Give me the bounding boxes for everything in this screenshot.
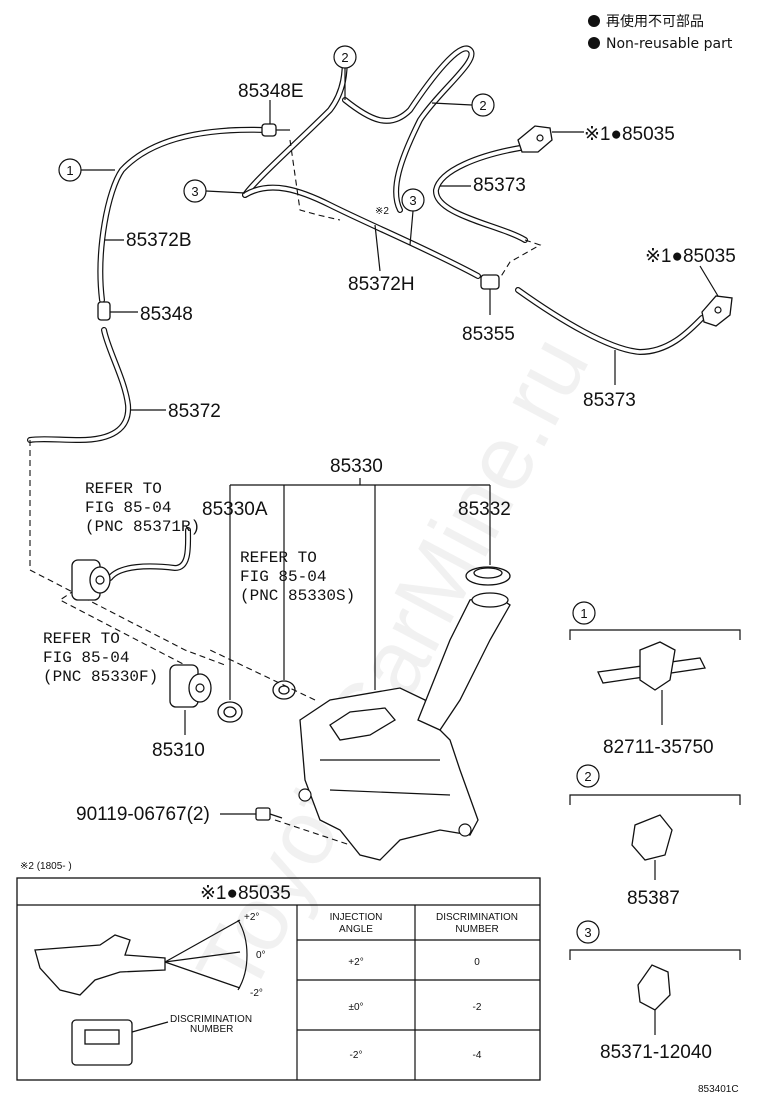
svg-text:DISCRIMINATION: DISCRIMINATION xyxy=(436,912,518,923)
side-panel-2: 2 85387 xyxy=(569,764,741,909)
svg-text:1: 1 xyxy=(66,163,73,178)
pump-85371R xyxy=(71,559,111,601)
non-reusable-dot-icon xyxy=(588,15,600,27)
label-85330A: 85330A xyxy=(202,499,268,520)
svg-text:(PNC 85371R): (PNC 85371R) xyxy=(85,518,200,536)
joint-85348 xyxy=(97,301,138,321)
callout-3-left: 3 xyxy=(183,179,246,203)
side-panel-3: 3 85371-12040 xyxy=(569,920,741,1063)
label-85371-12040: 85371-12040 xyxy=(600,1042,712,1063)
pump-85310 xyxy=(169,664,212,708)
label-85035-upper: ※1●85035 xyxy=(584,124,675,145)
footnote: ※2 (1805- ) xyxy=(20,861,72,872)
cap-85332 xyxy=(465,566,511,586)
row1-number: 0 xyxy=(474,957,480,968)
row2-number: -2 xyxy=(473,1002,482,1013)
label-85035-lower: ※1●85035 xyxy=(645,246,736,267)
label-85355: 85355 xyxy=(462,324,515,345)
label-85372: 85372 xyxy=(168,401,221,422)
svg-text:FIG 85-04: FIG 85-04 xyxy=(43,649,129,667)
washer-tank xyxy=(298,592,511,861)
svg-text:(PNC 85330S): (PNC 85330S) xyxy=(240,587,355,605)
row1-angle: +2° xyxy=(348,957,363,968)
label-85373-upper: 85373 xyxy=(473,175,526,196)
svg-text:DISCRIMINATION: DISCRIMINATION xyxy=(170,1014,252,1025)
callout-2-top: 2 xyxy=(333,45,357,100)
legend: 再使用不可部品 Non-reusable part xyxy=(588,13,733,52)
label-85372H: 85372H xyxy=(348,274,415,295)
label-85373-lower: 85373 xyxy=(583,390,636,411)
joint-85355 xyxy=(480,274,500,315)
svg-text:(PNC 85330F): (PNC 85330F) xyxy=(43,668,158,686)
refer-block-1: REFER TO FIG 85-04 (PNC 85371R) xyxy=(85,480,200,536)
svg-text:INJECTION: INJECTION xyxy=(330,912,383,923)
callout-3-right: 3 xyxy=(401,188,425,246)
non-reusable-dot-icon xyxy=(588,37,600,49)
svg-text:NUMBER: NUMBER xyxy=(190,1024,233,1035)
svg-text:2: 2 xyxy=(584,769,591,784)
callout-1: 1 xyxy=(58,158,115,182)
refer-block-2: REFER TO FIG 85-04 (PNC 85330S) xyxy=(240,549,355,605)
svg-text:NUMBER: NUMBER xyxy=(455,924,498,935)
svg-text:REFER TO: REFER TO xyxy=(43,630,120,648)
table-title: ※1●85035 xyxy=(200,883,291,904)
svg-text:2: 2 xyxy=(479,98,486,113)
svg-text:2: 2 xyxy=(341,50,348,65)
callout-2-right: 2 xyxy=(431,93,495,117)
note-x2: ※2 xyxy=(375,206,389,217)
svg-text:REFER TO: REFER TO xyxy=(85,480,162,498)
joint-85348E xyxy=(261,123,290,137)
side-panel-1: 1 82711-35750 xyxy=(569,601,741,758)
label-85332: 85332 xyxy=(458,499,511,520)
row3-number: -4 xyxy=(473,1050,482,1061)
label-85372B: 85372B xyxy=(126,230,192,251)
svg-text:FIG 85-04: FIG 85-04 xyxy=(240,568,326,586)
figure-id: 853401C xyxy=(698,1084,739,1095)
svg-text:3: 3 xyxy=(409,193,416,208)
svg-text:1: 1 xyxy=(580,606,587,621)
label-90119: 90119-06767(2) xyxy=(76,804,210,825)
row3-angle: -2° xyxy=(350,1050,363,1061)
label-82711-35750: 82711-35750 xyxy=(603,737,714,758)
label-85348: 85348 xyxy=(140,304,193,325)
label-85387: 85387 xyxy=(627,888,680,909)
svg-text:0°: 0° xyxy=(256,950,266,961)
label-85330: 85330 xyxy=(330,456,383,477)
row2-angle: ±0° xyxy=(348,1002,363,1013)
svg-text:3: 3 xyxy=(584,925,591,940)
svg-text:ANGLE: ANGLE xyxy=(339,924,373,935)
legend-japanese: 再使用不可部品 xyxy=(606,13,704,30)
legend-english: Non-reusable part xyxy=(606,36,733,52)
label-85348E: 85348E xyxy=(238,81,304,102)
svg-text:+2°: +2° xyxy=(244,912,259,923)
nozzle-85035-upper xyxy=(517,125,584,153)
svg-text:FIG 85-04: FIG 85-04 xyxy=(85,499,171,517)
label-85310: 85310 xyxy=(152,740,205,761)
refer-block-3: REFER TO FIG 85-04 (PNC 85330F) xyxy=(43,630,158,686)
nozzle-85035-lower xyxy=(701,295,733,327)
svg-text:-2°: -2° xyxy=(250,988,263,999)
svg-text:REFER TO: REFER TO xyxy=(240,549,317,567)
svg-text:3: 3 xyxy=(191,184,198,199)
injection-angle-table: ※1●85035 INJECTION ANGLE DISCRIMINATION … xyxy=(16,877,541,1081)
hose-assembly xyxy=(27,45,705,581)
